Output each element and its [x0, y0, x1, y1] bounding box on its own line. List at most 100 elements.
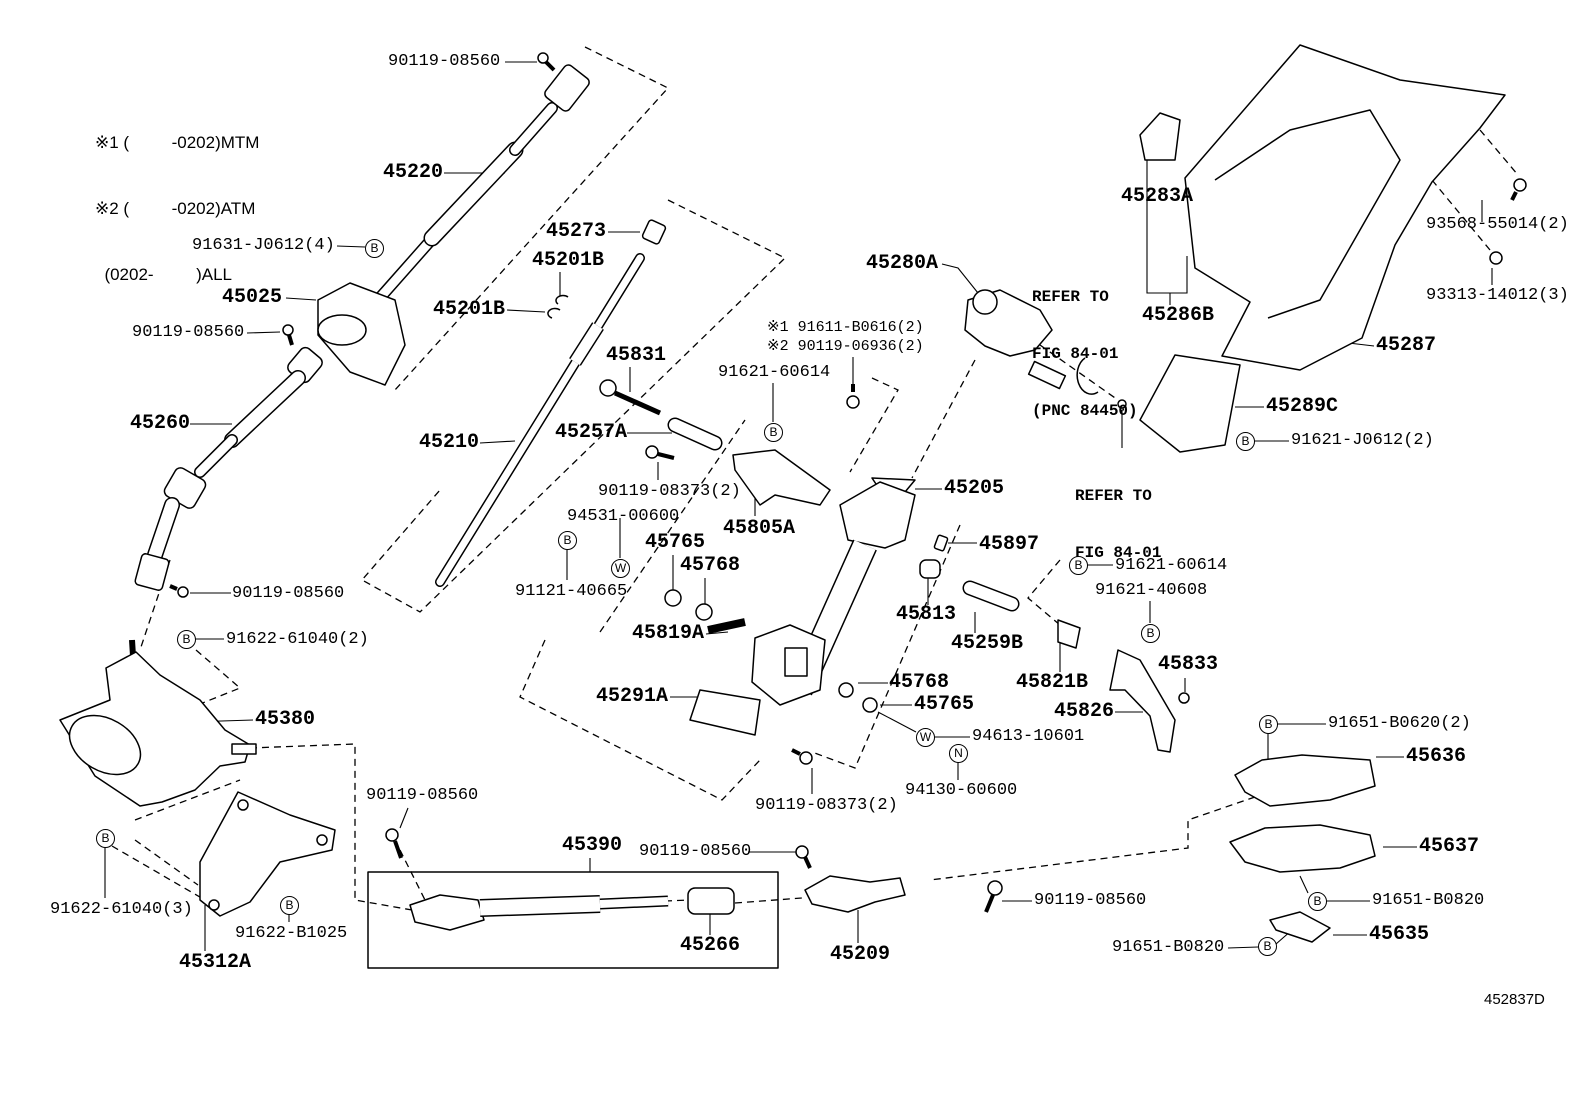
bolt-column-upper	[645, 445, 675, 460]
variant-notes: ※1 ( -0202)MTM ※2 ( -0202)ATM (0202- )AL…	[95, 88, 259, 308]
fastener-label: 94531-00600	[567, 507, 680, 526]
fastener-label: 94613-10601	[972, 727, 1085, 746]
reference-line: REFER TO	[1075, 487, 1152, 505]
intermediate-shaft-assembly-box	[367, 871, 779, 969]
symbol-b-marker: B	[1141, 624, 1160, 643]
column-group-outline-top	[599, 419, 746, 633]
bolt-shank	[657, 452, 675, 460]
column-group-outline-left	[519, 639, 761, 801]
note-line: (0202- )ALL	[95, 265, 233, 284]
shaft-cap	[641, 219, 667, 245]
lock-connector-line	[1039, 344, 1119, 401]
leader	[246, 331, 281, 334]
reference-line: FIG 84-01	[1075, 544, 1162, 562]
fastener-label: 93568-55014(2)	[1426, 215, 1569, 234]
part-label: 45897	[979, 533, 1040, 556]
part-label: 45280A	[866, 252, 939, 275]
universal-joint-45209	[804, 875, 906, 913]
bolt-head	[846, 395, 860, 409]
shaft-yoke	[409, 894, 485, 931]
bracket-line-b	[134, 839, 199, 886]
leader	[1227, 946, 1259, 949]
shaft-neck-fill	[195, 435, 237, 477]
column-hole-cover-plate	[317, 282, 406, 386]
protector-to-joint-line	[929, 796, 1256, 881]
part-label: 45289C	[1266, 395, 1339, 418]
part-label: 45636	[1406, 745, 1467, 768]
symbol-b-marker: B	[558, 531, 577, 550]
cover-bolt-line-a	[1479, 129, 1519, 176]
steering-gear-box	[59, 639, 257, 807]
tilt-pin	[707, 618, 746, 634]
bolt-head	[645, 445, 659, 459]
lock-ring	[1076, 357, 1099, 395]
part-label: 45201B	[433, 298, 506, 321]
leader	[1299, 875, 1309, 894]
bolt-head	[177, 586, 189, 598]
bushing-left	[695, 603, 713, 621]
part-label: 45283A	[1121, 185, 1194, 208]
symbol-w-marker: W	[611, 559, 630, 578]
lock-to-column-line	[911, 359, 976, 479]
fastener-label: 91621-60614	[1115, 556, 1228, 575]
column-lower-bracket	[689, 689, 761, 736]
part-label: 45312A	[179, 951, 252, 974]
fastener-label: 91621-40608	[1095, 581, 1208, 600]
symbol-b-marker: B	[1259, 715, 1278, 734]
part-label: 45210	[419, 431, 480, 454]
part-label: 45025	[222, 286, 283, 309]
bolt-shank	[169, 584, 178, 591]
gearbox-to-intermediate-line	[249, 743, 413, 911]
shaft-tube-fill	[425, 143, 522, 245]
variant-bolt	[846, 384, 860, 409]
shaft-spline-fill	[599, 897, 669, 908]
steering-lock-assembly	[964, 289, 1127, 409]
part-label: 45833	[1158, 653, 1219, 676]
bolt-shank	[791, 748, 801, 756]
column-protector-lower	[1229, 824, 1376, 873]
shaft-sleeve-45266	[687, 887, 735, 915]
cover-bolt-line-b	[1431, 179, 1491, 251]
leader	[941, 263, 983, 299]
bolt-joint-right	[984, 880, 1003, 913]
washer-left	[664, 589, 682, 607]
part-label: 45826	[1054, 700, 1115, 723]
plate-boss	[317, 314, 367, 346]
fastener-label: 94130-60600	[905, 781, 1018, 800]
fastener-label: 90119-08560	[132, 323, 245, 342]
spacer-45897	[933, 534, 949, 552]
parts	[59, 44, 1527, 969]
tilt-lever-sleeve-45259B	[962, 580, 1020, 612]
leader	[1146, 152, 1188, 294]
bolt-shank	[984, 894, 995, 913]
bolt-to-shaft-line	[399, 849, 426, 901]
fastener-label: 91621-J0612(2)	[1291, 431, 1434, 450]
lock-cylinder	[972, 289, 998, 315]
snap-ring-upper	[555, 294, 569, 305]
fastener-label: 90119-08560	[366, 786, 479, 805]
part-label: 45201B	[532, 249, 605, 272]
fastener-label: 91622-B1025	[235, 924, 348, 943]
symbol-b-marker: B	[280, 896, 299, 915]
leader	[285, 297, 317, 301]
bolt-shank	[287, 334, 294, 346]
bolt-head	[537, 52, 549, 64]
fastener-label: 91121-40665	[515, 582, 628, 601]
cover-outline	[1184, 44, 1506, 371]
part-label: 45260	[130, 412, 191, 435]
tilt-lever-sleeve	[667, 417, 723, 451]
note-line: ※2 ( -0202)ATM	[95, 199, 256, 218]
screw-head	[1489, 251, 1503, 265]
bolt-left	[282, 324, 294, 346]
bolt-shank	[393, 840, 403, 859]
nut-45833	[1178, 692, 1190, 704]
shaft-neck-fill	[510, 103, 557, 155]
leader	[479, 440, 516, 444]
bracket-hole	[237, 799, 249, 811]
symbol-b-marker: B	[764, 423, 783, 442]
bolt-column-lower	[791, 748, 813, 765]
shaft-end-yoke	[134, 553, 170, 591]
column-cover-lower	[1139, 354, 1241, 453]
shaft-tube-fill	[479, 896, 601, 916]
